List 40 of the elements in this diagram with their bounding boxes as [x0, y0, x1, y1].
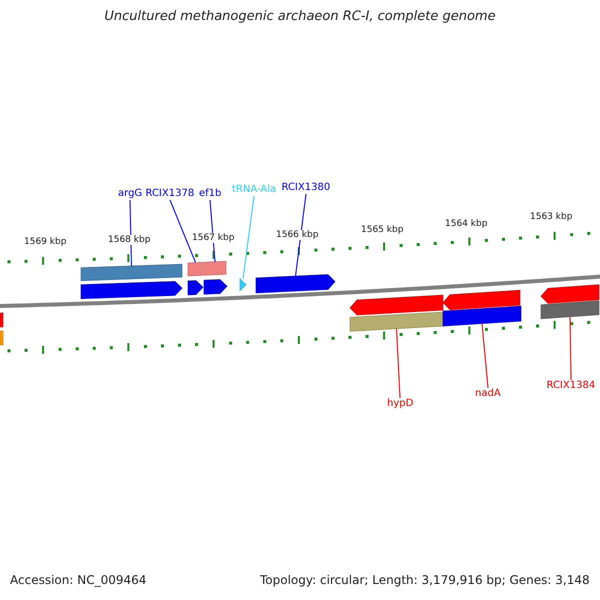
gene-feature [188, 280, 204, 296]
trna-marker [240, 278, 246, 292]
title: Uncultured methanogenic archaeon RC-I, complete genome [103, 10, 497, 25]
gene-label: RCIX1380 [282, 182, 330, 194]
gene-bar [350, 312, 444, 332]
leader-line [170, 200, 196, 264]
gene-feature [80, 281, 182, 300]
gene-bar [0, 312, 4, 328]
leader-line [242, 196, 254, 280]
gene-feature [350, 294, 444, 316]
gene-label: RCIX1384 [546, 380, 596, 392]
gene-feature [256, 274, 336, 294]
scale-label: 1568 kbp [108, 235, 150, 246]
leader-line [396, 328, 400, 398]
gene-bar [540, 300, 600, 320]
gene-bar [0, 330, 4, 346]
gene-label: ef1b [199, 188, 222, 200]
footer-text: Topology: circular; Length: 3,179,916 bp; Genes: 3,148 [260, 574, 590, 588]
gene-label: nadA [475, 388, 501, 400]
gene-bar [204, 261, 226, 276]
leader-line [482, 323, 488, 388]
scale-label: 1567 kbp [192, 233, 234, 244]
gene-bar [442, 306, 522, 326]
scale-label: 1569 kbp [24, 237, 66, 248]
gene-label: tRNA-Ala [232, 184, 276, 196]
gene-label: RCIX1378 [146, 188, 194, 200]
gene-bar [80, 264, 182, 282]
scale-label: 1563 kbp [530, 212, 572, 222]
gene-bar [188, 262, 204, 276]
footer-text: Accession: NC_009464 [10, 574, 146, 588]
gene-label: hypD [387, 398, 414, 410]
gene-label: argG [118, 188, 142, 200]
gene-feature [540, 284, 600, 304]
gene-feature [204, 279, 228, 295]
leader-line [295, 194, 306, 277]
scale-label: 1565 kbp [361, 225, 404, 236]
leader-line [570, 316, 572, 380]
scale-label: 1564 kbp [445, 219, 488, 230]
scale-label: 1566 kbp [276, 230, 318, 240]
gene-feature [442, 290, 520, 310]
